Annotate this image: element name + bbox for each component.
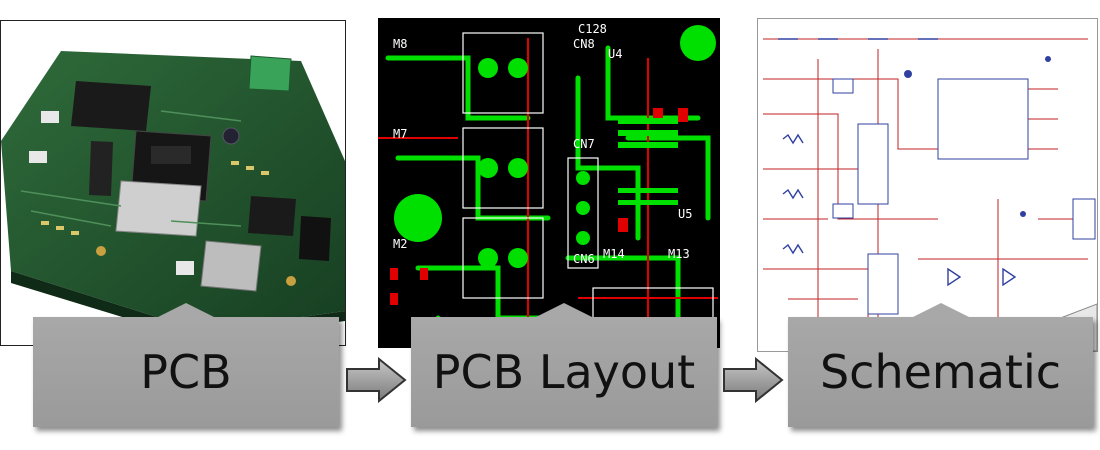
schematic-label: Schematic	[788, 317, 1093, 427]
svg-text:M2: M2	[393, 237, 407, 251]
svg-text:M8: M8	[393, 37, 407, 51]
pcb-layout-label: PCB Layout	[411, 317, 717, 427]
schematic-image	[757, 18, 1098, 352]
pcb-photo	[0, 20, 346, 346]
right-arrow-icon	[346, 357, 407, 403]
svg-text:C128: C128	[578, 22, 607, 36]
svg-text:M13: M13	[668, 247, 690, 261]
svg-text:U5: U5	[678, 207, 692, 221]
svg-text:U4: U4	[608, 47, 622, 61]
svg-text:M14: M14	[603, 247, 625, 261]
svg-text:CN6: CN6	[573, 252, 595, 266]
right-arrow-icon	[723, 357, 784, 403]
svg-text:CN7: CN7	[573, 137, 595, 151]
pcb-layout-image: M8 CN8 U4 M7 CN7 M2 CN6 M14 M13 U5 C128	[378, 18, 720, 348]
pcb-label: PCB	[33, 317, 339, 427]
svg-text:CN8: CN8	[573, 37, 595, 51]
svg-text:M7: M7	[393, 127, 407, 141]
